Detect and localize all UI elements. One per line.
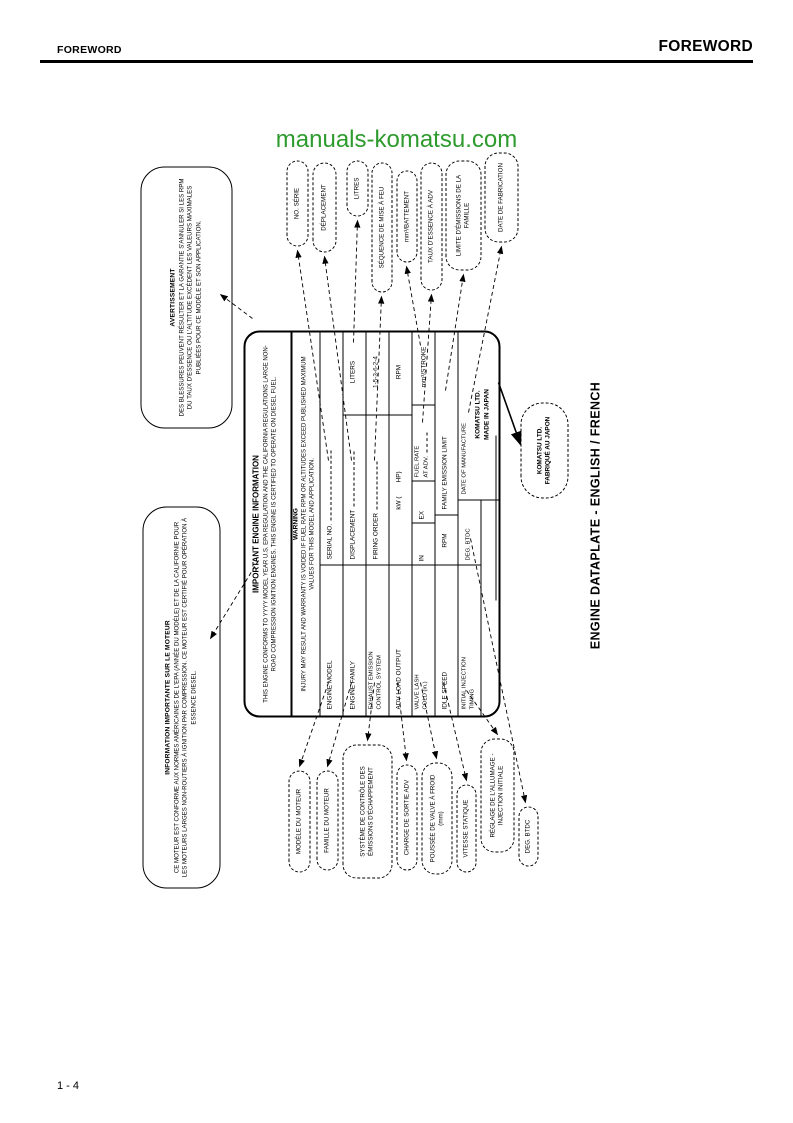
plate-warning-title: WARNING — [292, 507, 299, 540]
field-kw-hp: kW ( HP) — [395, 470, 402, 510]
field-date-of-manufacture: DATE OF MANUFACTURE — [461, 422, 467, 494]
field-exhaust-system: EXHAUST EMISSION CONTROL SYSTEM — [368, 650, 382, 709]
callout-left-6: RÉGLAGE DE L'ALLUMAGE - INJECTION INITIA… — [480, 738, 514, 852]
information-bubble-body: CE MOTEUR EST CONFORME AUX NORMES AMÉRIC… — [173, 517, 197, 877]
avertissement-bubble-body: DES BLESSURES PEUVENT RÉSULTER ET LA GAR… — [178, 178, 202, 416]
displacement-leader — [349, 451, 354, 507]
callout-left-0: MODÈLE DU MOTEUR — [288, 770, 310, 872]
field-engine-model: ENGINE MODEL — [326, 659, 333, 709]
information-bubble-title: INFORMATION IMPORTANTE SUR LE MOTEUR — [164, 619, 172, 775]
field-deg-btdc: DEG. BTDC — [465, 527, 471, 560]
field-engine-family: ENGINE FAMILY — [349, 660, 356, 709]
komatsu-bubble: KOMATSU LTD. FABRIQUÉ AU JAPON — [520, 402, 568, 498]
engine-dataplate: IMPORTANT ENGINE INFORMATION THIS ENGINE… — [243, 330, 500, 717]
field-rpm-adv: RPM — [395, 364, 402, 379]
komatsu-bubble-line2: FABRIQUÉ AU JAPON — [544, 416, 551, 484]
callout-left-4: POUSSÉE DE VALVE À FROID (mm) — [421, 762, 452, 874]
grid-line — [365, 332, 366, 715]
watermark-text: manuals-komatsu.com — [275, 126, 518, 153]
plate-title: IMPORTANT ENGINE INFORMATION — [251, 454, 260, 593]
plate-warning-body: INJURY MAY RESULT AND WARRANTY IS VOIDED… — [301, 355, 316, 692]
callout-right-4: mm³/BATTEMENT — [396, 170, 417, 262]
grid-line — [342, 332, 343, 715]
field-serial-no: SERIAL NO. — [326, 450, 333, 559]
field-mm3-stroke: mm³/STROKE — [420, 346, 427, 387]
field-initial-injection: INITIAL INJECTION TIMING — [461, 656, 475, 709]
field-displacement: DISPLACEMENT — [349, 451, 356, 559]
field-adv-load-output: ADV LOAD OUTPUT — [395, 648, 402, 709]
plate-conformity-text: THIS ENGINE CONFORMS TO YYYY MODEL YEAR … — [263, 344, 278, 703]
field-rpm-idle: RPM — [441, 532, 448, 548]
callout-left-1: FAMILLE DU MOTEUR — [316, 770, 338, 870]
firing-order-leader — [372, 461, 377, 510]
serial-leader — [326, 450, 331, 521]
header-right: FOREWORD — [658, 38, 753, 55]
field-valve-lash: VALVE LASH COLD (in.) — [414, 673, 428, 709]
field-liters: LITERS — [349, 360, 356, 383]
callout-right-6: LIMITE D'ÉMISSIONS DE LA FAMILLE — [445, 160, 481, 270]
plate-rule — [290, 332, 292, 715]
field-fuel-rate: FUEL RATE AT ADV. — [414, 407, 431, 477]
field-valve-ex: EX — [418, 510, 425, 519]
grid-line — [411, 332, 412, 715]
field-idle-speed: IDLE SPEED — [441, 671, 448, 709]
field-firing-order: FIRING ORDER — [372, 461, 379, 559]
grid-line — [434, 332, 435, 715]
grid-line — [457, 332, 458, 715]
callout-right-1: DÉPLACEMENT — [312, 162, 336, 252]
figure-caption: ENGINE DATAPLATE - ENGLISH / FRENCH — [588, 381, 602, 649]
grid-line — [480, 500, 481, 715]
avertissement-bubble: AVERTISSEMENT DES BLESSURES PEUVENT RÉSU… — [140, 166, 232, 428]
information-bubble: INFORMATION IMPORTANTE SUR LE MOTEUR CE … — [142, 506, 220, 888]
grid-line — [388, 332, 389, 715]
header-rule — [40, 60, 753, 63]
field-firing-value: 1-5-3-6-2-4 — [372, 355, 379, 388]
fuel-rate-leader — [421, 432, 427, 453]
callout-right-2: LITRES — [346, 160, 368, 216]
callout-right-0: NO. SÉRIE — [286, 160, 308, 246]
plate-maker: KOMATSU LTD. MADE IN JAPAN — [474, 388, 491, 440]
field-valve-in: IN — [418, 554, 425, 561]
callout-left-5: VITESSE STATIQUE — [456, 784, 476, 872]
leader-arrows — [209, 219, 527, 803]
callout-right-7: DATE DE FABRICATION — [484, 152, 518, 242]
field-family-emission-limit: FAMILY EMISSION LIMIT — [441, 435, 448, 509]
page-number: 1 - 4 — [57, 1080, 80, 1092]
callout-right-5: TAUX D'ESSENCE À ADV — [420, 162, 442, 290]
header-left: FOREWORD — [57, 44, 122, 56]
komatsu-bubble-line1: KOMATSU LTD. — [536, 426, 543, 474]
callout-left-2: SYSTÈME DE CONTRÔLE DES ÉMISSIONS D'ÉCHA… — [342, 744, 392, 878]
rotated-diagram: INFORMATION IMPORTANTE SUR LE MOTEUR CE … — [140, 140, 625, 890]
callout-left-3: CHARGE DE SORTIE ADV — [396, 764, 417, 870]
avertissement-bubble-title: AVERTISSEMENT — [169, 267, 177, 327]
callout-left-7: DEG. BTDC — [518, 806, 538, 866]
signature-line — [495, 435, 496, 600]
grid-line — [319, 332, 320, 715]
callout-right-3: SÉQUENCE DE MISE À FEU — [371, 162, 392, 292]
